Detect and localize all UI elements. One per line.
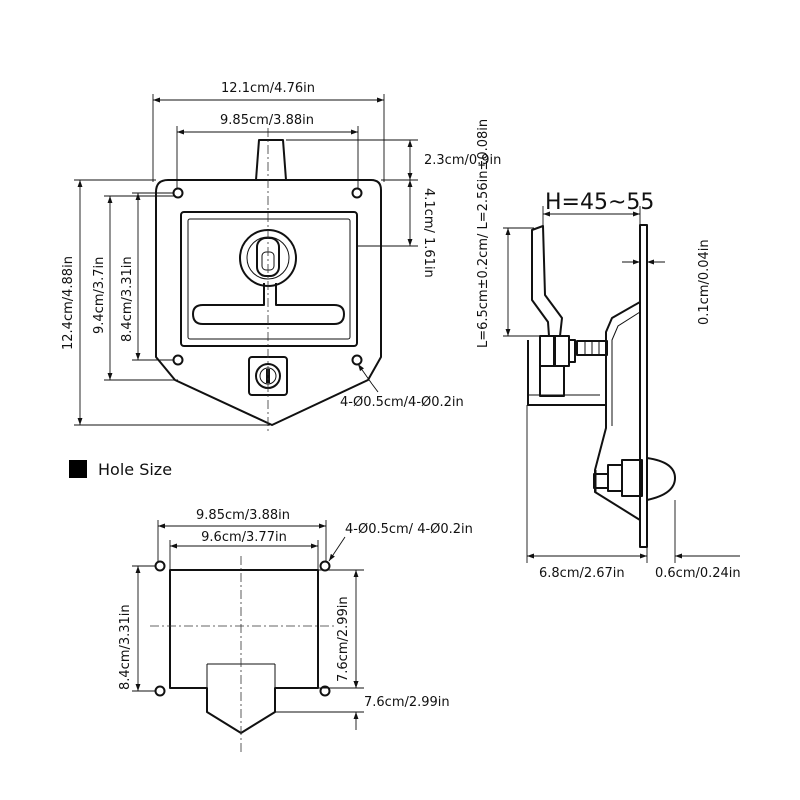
hole-cutout-outline [169, 569, 319, 734]
dim-handle-height: 2.3cm/0.9in [424, 153, 501, 168]
dim-hole-spacing-width: 9.85cm/3.88in [196, 508, 290, 523]
hole-size-view: 9.85cm/3.88in 9.6cm/3.77in 4-Ø0.5cm/ 4-Ø… [118, 508, 473, 752]
leader-mount-holes [357, 363, 373, 385]
front-handle-stub [255, 139, 287, 181]
legend-marker [69, 460, 87, 478]
mount-hole [319, 685, 331, 697]
dim-front-mount-holes: 4-Ø0.5cm/4-Ø0.2in [340, 395, 464, 410]
dim-recess-height: 9.4cm/3.7in [92, 257, 107, 334]
t-handle [192, 283, 345, 325]
dim-hole-spacing-height: 8.4cm/3.31in [120, 256, 135, 342]
side-body [594, 301, 641, 521]
dim-hole-spacing-width: 9.85cm/3.88in [220, 113, 314, 128]
dim-cutout-width: 9.6cm/3.77in [201, 530, 287, 545]
side-body-inner [611, 311, 641, 426]
side-latch-block [539, 365, 565, 397]
dim-plate-thickness: 0.1cm/0.04in [697, 239, 712, 325]
hole-mount-holes [154, 560, 331, 697]
dim-lever-length: L=6.5cm±0.2cm/ L=2.56in±0.08in [476, 119, 491, 348]
dim-grip-range: H=45~55 [545, 190, 654, 215]
dim-body-depth: 6.8cm/2.67in [539, 566, 625, 581]
side-nut [539, 335, 555, 367]
dim-hole-mount-holes: 4-Ø0.5cm/ 4-Ø0.2in [345, 522, 473, 537]
dim-hole-spacing-height: 8.4cm/3.31in [118, 604, 133, 690]
leader-mount-holes [328, 536, 346, 562]
mount-hole [351, 354, 363, 366]
keyway-slot [266, 369, 270, 383]
mount-hole [154, 560, 166, 572]
side-view: H=45~55 L=6.5cm±0.2cm/ L=2.56in±0.08in 0… [476, 119, 741, 581]
front-plate-outline [155, 179, 382, 426]
dim-flange-depth: 0.6cm/0.24in [655, 566, 741, 581]
side-lock-cylinder-face [646, 457, 676, 501]
dim-tab-height: 7.6cm/2.99in [364, 695, 450, 710]
dim-cutout-height: 7.6cm/2.99in [336, 596, 351, 682]
legend-label: Hole Size [98, 460, 172, 479]
front-recess-inner [187, 218, 351, 340]
mount-hole [154, 685, 166, 697]
hole-size-legend: Hole Size [69, 460, 172, 479]
side-mount-plate [639, 224, 648, 548]
mount-hole [172, 354, 184, 366]
side-washer [568, 339, 576, 363]
front-view: 12.1cm/4.76in 9.85cm/3.88in 2.3cm/0.9in … [61, 81, 501, 432]
dim-overall-height: 12.4cm/4.88in [61, 256, 76, 350]
side-lock-nut [607, 464, 623, 492]
dim-overall-width: 12.1cm/4.76in [221, 81, 315, 96]
dim-top-to-recess: 4.1cm/ 1.61in [421, 188, 436, 278]
mount-hole [351, 187, 363, 199]
side-lever-arm [531, 225, 563, 337]
leader-mount-holes-tail [371, 383, 379, 393]
side-nut [554, 335, 570, 367]
side-latch-blade [527, 340, 607, 406]
mount-hole [319, 560, 331, 572]
side-lock-tail [593, 473, 609, 489]
front-recess-outer [180, 211, 358, 347]
